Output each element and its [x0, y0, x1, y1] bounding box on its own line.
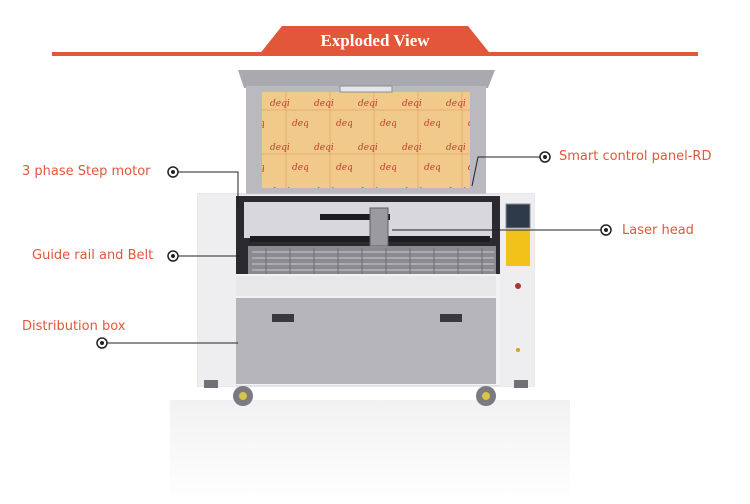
callout-control-panel: Smart control panel-RD: [559, 149, 712, 164]
callout-laser-head: Laser head: [622, 223, 694, 238]
control-panel: [505, 203, 531, 352]
laser-head-unit: [369, 207, 389, 247]
callout-step-motor: 3 phase Step motor: [22, 164, 151, 179]
callout-guide-rail: Guide rail and Belt: [32, 248, 154, 263]
page-title: Exploded View: [320, 31, 430, 50]
machine-lid: [238, 70, 495, 198]
control-screen: [505, 203, 531, 229]
header-tab: [258, 26, 492, 56]
callout-markers: [96, 151, 612, 349]
callout-distribution-box: Distribution box: [22, 319, 126, 334]
floor-reflection: [170, 400, 570, 504]
warning-label: [506, 230, 530, 266]
work-area: [236, 196, 500, 274]
lid-handle: [339, 85, 393, 93]
leader-lines: [102, 156, 606, 344]
protective-film: [262, 92, 470, 188]
gantry-beam: [320, 214, 390, 220]
casters: [204, 380, 528, 406]
distribution-box-panel: [236, 276, 496, 384]
